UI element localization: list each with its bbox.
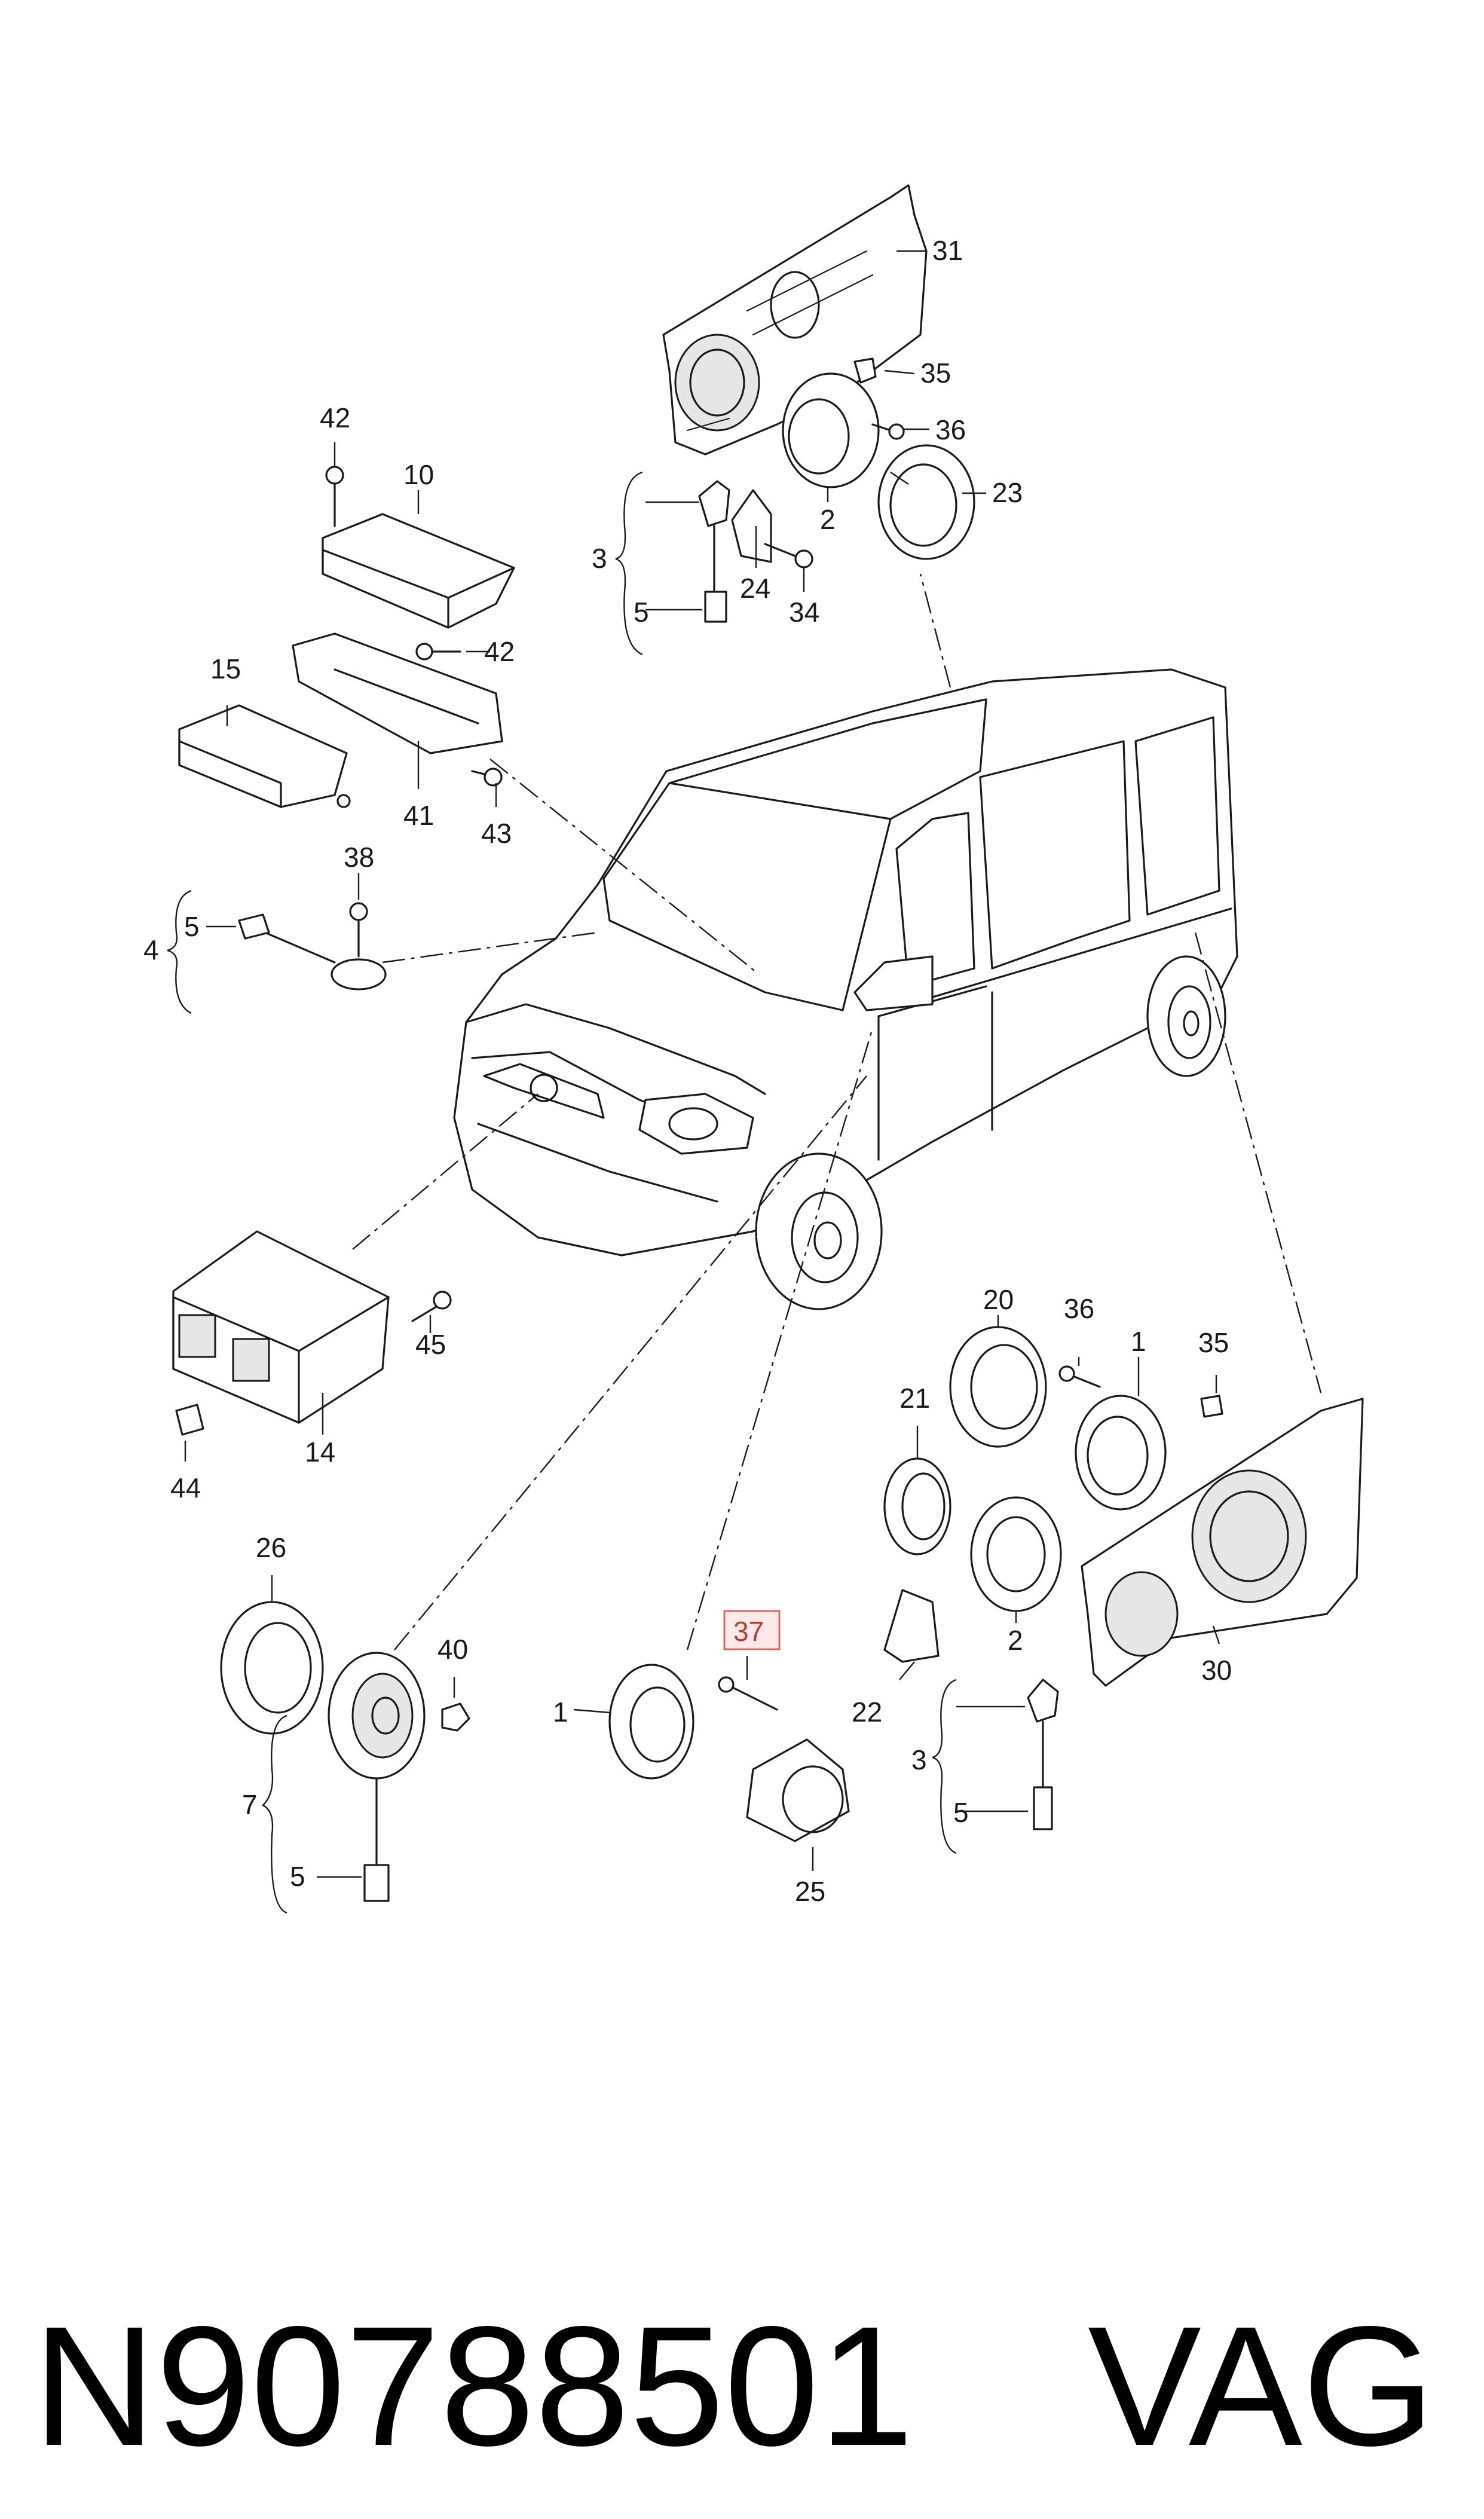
nut-small [336,794,351,808]
callout-10: 10 [403,459,434,490]
clip-35-top [853,357,877,384]
callout-37-highlight-box [723,1610,781,1650]
callout-45: 45 [415,1329,446,1360]
callout-40: 40 [437,1634,468,1665]
clip-35-right [1200,1395,1223,1418]
callout-3-top: 3 [592,543,607,574]
callout-21: 21 [899,1383,930,1414]
callout-42-top: 42 [320,402,350,433]
bolt-42-top [325,466,344,527]
tweeter-3-right [1027,1679,1059,1830]
speaker-ring-26 [220,1601,324,1735]
door-trim-30 [1081,1398,1364,1687]
leader-lines [352,573,1322,1650]
callout-37: 37 [733,1616,764,1647]
door-trim-31 [662,184,928,456]
callout-2-top: 2 [820,504,836,535]
callout-26: 26 [256,1532,286,1563]
brand-name: VAG [1088,2291,1435,2481]
screw-36-right [1058,1365,1101,1388]
screw-45 [411,1291,452,1322]
callout-24: 24 [740,573,770,604]
nut-40 [441,1702,470,1732]
callout-14: 14 [305,1436,335,1468]
callout-3-right: 3 [911,1744,927,1775]
callout-1-right: 1 [1131,1326,1146,1357]
callout-5-top: 5 [634,597,649,628]
callout-15: 15 [210,653,241,684]
callout-42-mid: 42 [484,636,515,667]
callout-leaders [167,250,1220,1914]
screw-37 [718,1676,778,1711]
callout-43: 43 [481,818,512,849]
bolt-43 [471,768,503,787]
callout-30: 30 [1201,1655,1232,1686]
callout-36-top: 36 [935,414,966,445]
callout-31: 31 [932,235,963,266]
speaker-2-top [782,372,880,488]
callout-2-right: 2 [1008,1625,1023,1656]
bracket-24 [731,489,772,563]
callout-7: 7 [242,1789,258,1820]
callout-36-right: 36 [1064,1293,1094,1324]
callout-5-lower-left: 5 [290,1861,305,1892]
bracket-22 [883,1589,940,1663]
part-number: N90788501 [33,2291,914,2481]
control-unit-15 [178,704,348,808]
speaker-housing-25 [746,1738,850,1842]
bolt-42-mid [415,643,461,661]
callout-25: 25 [795,1876,825,1907]
speaker-7 [328,1652,426,1902]
speaker-ring-20 [949,1326,1047,1448]
speaker-2-right [970,1496,1062,1612]
van-illustration [453,668,1238,1310]
callout-20: 20 [983,1284,1014,1315]
callout-5-lower-right: 5 [953,1797,969,1828]
nut-44 [175,1404,204,1436]
tweeter-3-top [698,480,730,623]
callout-1-lower: 1 [553,1696,568,1728]
microphone-4 [238,902,387,991]
callout-44: 44 [170,1472,201,1503]
callout-23: 23 [992,477,1023,508]
callout-4: 4 [143,934,159,965]
callout-22: 22 [852,1696,882,1728]
callout-35-top: 35 [920,357,951,389]
callout-34: 34 [789,597,819,628]
speaker-ring-23 [877,444,975,560]
callout-5-mid: 5 [184,911,200,942]
callout-labels: 31 35 36 23 2 3 24 34 5 42 10 42 15 41 4… [143,235,1232,1907]
bracket-41 [292,632,503,754]
callout-35-right: 35 [1198,1327,1229,1358]
screw-34 [764,543,813,568]
callout-38: 38 [344,842,374,873]
speaker-1-right [1075,1395,1167,1511]
control-unit-10 [322,513,515,629]
screw-36-top [871,423,905,440]
amplifier-14 [172,1230,390,1424]
speaker-1-lower [608,1664,694,1780]
speaker-ring-21 [883,1457,951,1555]
callout-41: 41 [403,800,434,831]
